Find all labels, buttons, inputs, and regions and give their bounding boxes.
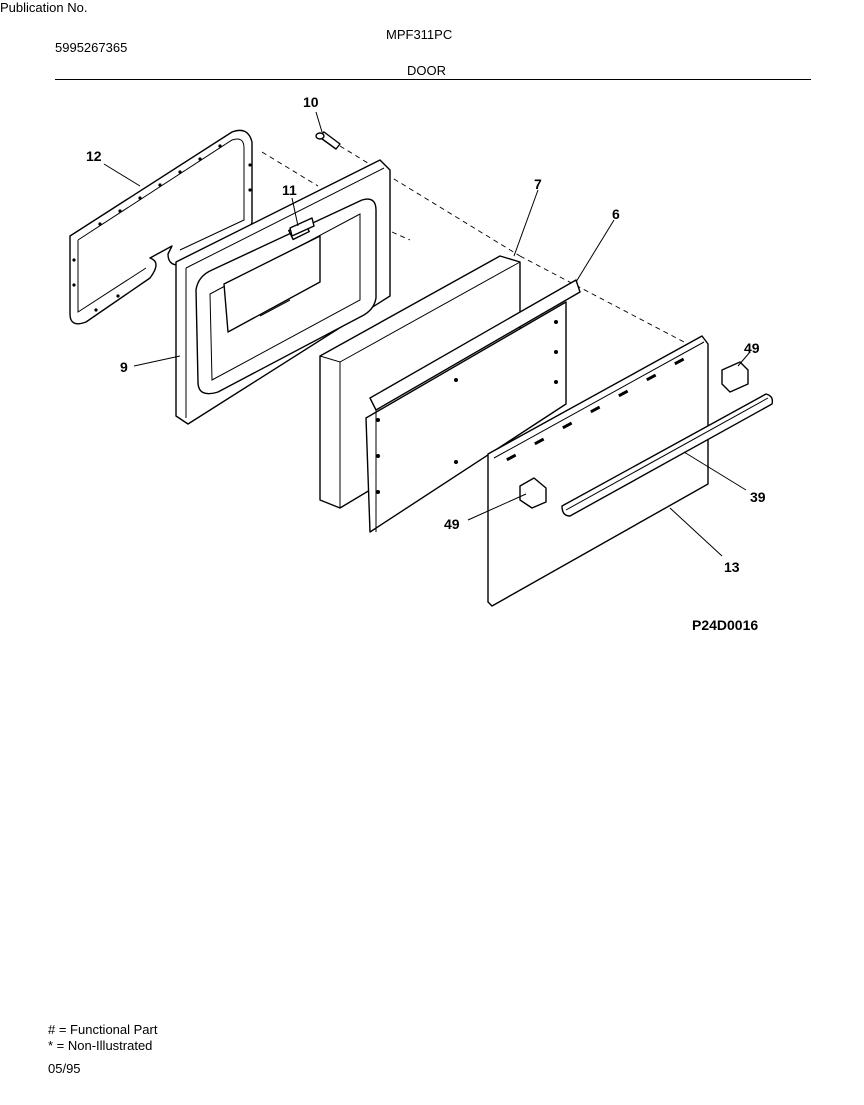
part-39-door-handle <box>561 393 774 517</box>
part-9-inner-door-frame <box>175 159 391 425</box>
header-rule <box>55 79 811 80</box>
part-11-window-bracket <box>289 217 315 237</box>
part-49-handle-bracket-top <box>721 361 749 393</box>
part-12-gasket <box>69 129 253 325</box>
legend-non-illustrated: * = Non-Illustrated <box>48 1038 153 1053</box>
leader-10 <box>315 111 323 133</box>
publication-label: Publication No. <box>0 0 88 15</box>
model-number: MPF311PC <box>386 27 453 42</box>
callout-7: 7 <box>534 176 542 192</box>
callout-12: 12 <box>86 148 102 164</box>
section-title: DOOR <box>407 63 446 78</box>
leader-13 <box>669 507 723 557</box>
leader-39 <box>683 451 747 491</box>
leader-49-top <box>737 351 751 367</box>
callout-9: 9 <box>120 359 128 375</box>
leader-12 <box>103 163 141 187</box>
publication-number: 5995267365 <box>55 40 128 55</box>
legend-functional-part: # = Functional Part <box>48 1022 158 1037</box>
revision-date: 05/95 <box>48 1061 81 1076</box>
callout-49-bottom: 49 <box>444 516 460 532</box>
leader-11 <box>291 197 299 227</box>
part-13-outer-door-panel <box>487 335 709 607</box>
alignment-line-lower <box>391 231 411 241</box>
callout-49-top: 49 <box>744 340 760 356</box>
part-6-door-liner <box>365 279 581 533</box>
leader-7 <box>513 189 539 257</box>
part-49-handle-bracket-bottom <box>519 477 547 509</box>
part-10-screw <box>315 131 341 150</box>
callout-10: 10 <box>303 94 319 110</box>
callout-6: 6 <box>612 206 620 222</box>
alignment-line-upper <box>261 145 706 354</box>
diagram-code: P24D0016 <box>692 617 759 633</box>
callout-13: 13 <box>724 559 740 575</box>
leader-9 <box>133 355 181 367</box>
leader-49-bottom <box>467 493 527 521</box>
callout-11: 11 <box>282 182 297 198</box>
leader-6 <box>575 219 615 283</box>
callout-39: 39 <box>750 489 766 505</box>
